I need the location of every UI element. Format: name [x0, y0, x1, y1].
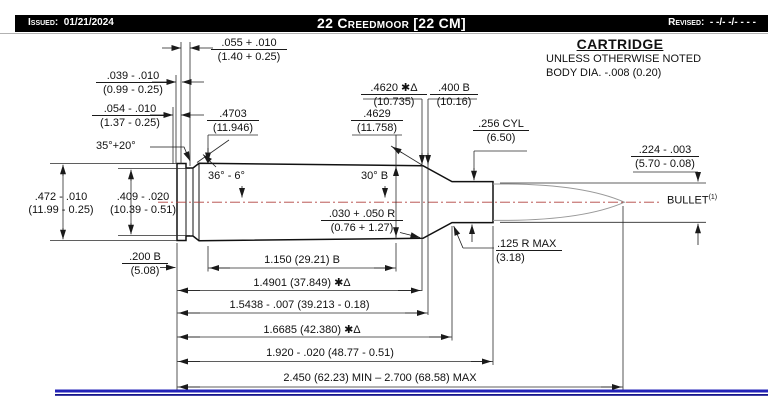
footer-rule-bottom	[55, 394, 768, 396]
dim-body-diameter: .4629(11.758)	[351, 108, 403, 134]
dim-groove-width: .055 + .010(1.40 + 0.25)	[211, 37, 287, 63]
revised-label: Revised:	[668, 17, 705, 28]
dim-039: .039 - .010(0.99 - 0.25)	[96, 70, 170, 96]
angle-shoulder: 30° B	[361, 170, 389, 182]
notes-line-1: UNLESS OTHERWISE NOTED	[546, 53, 702, 65]
length-15438: 1.5438 - .007 (39.213 - 0.18)	[229, 299, 370, 311]
issued-label: Issued:	[28, 17, 59, 28]
title-bar: Issued: 01/21/2024 22 Creedmoor [22 CM] …	[15, 15, 768, 32]
notes-line-2: BODY DIA. -.008 (0.20)	[546, 67, 662, 79]
dim-junction-radius: .030 + .050 R(0.76 + 1.27)	[321, 208, 403, 234]
length-1150: 1.150 (29.21) B	[264, 254, 340, 266]
revised-field: Revised: - -/- -/- - - -	[668, 17, 756, 28]
dim-neck-radius: .125 R MAX(3.18)	[496, 238, 562, 264]
issued-field: Issued: 01/21/2024	[28, 17, 114, 28]
bullet-label: BULLET(1)	[667, 194, 718, 207]
dim-200-basic: .200 B(5.08)	[122, 251, 168, 277]
angle-rim-bevel: 35°+20°	[96, 140, 136, 152]
dim-shoulder-diameter: .4620 ✱Δ(10.735)	[361, 82, 427, 108]
length-1920: 1.920 - .020 (48.77 - 0.51)	[266, 347, 394, 359]
footer-rule-top	[55, 389, 768, 393]
length-14901: 1.4901 (37.849) ✱Δ	[253, 277, 351, 289]
dim-base-diameter: .4703(11.946)	[207, 108, 259, 134]
dim-bullet-diameter: .224 - .003(5.70 - 0.08)	[631, 144, 699, 170]
issued-date: 01/21/2024	[63, 17, 114, 28]
notes-title: CARTRIDGE	[576, 36, 664, 52]
extension-lines	[50, 42, 706, 390]
page-title: 22 Creedmoor [22 CM]	[317, 15, 466, 31]
length-overall: 2.450 (62.23) MIN – 2.700 (68.58) MAX	[283, 372, 477, 384]
dim-400-basic: .400 B(10.16)	[430, 82, 478, 108]
dim-rim-diameter: .472 - .010(11.99 - 0.25)	[28, 191, 94, 216]
length-16685: 1.6685 (42.380) ✱Δ	[263, 324, 361, 336]
dim-neck-diameter: .256 CYL(6.50)	[473, 118, 529, 144]
dim-rim-thickness: .054 - .010(1.37 - 0.25)	[92, 103, 168, 129]
dim-groove-diameter: .409 - .020(10.39 - 0.51)	[109, 191, 177, 216]
revised-date: - -/- -/- - - -	[709, 17, 756, 28]
bullet-outline	[492, 183, 626, 221]
angle-head: 36° - 6°	[208, 170, 245, 182]
